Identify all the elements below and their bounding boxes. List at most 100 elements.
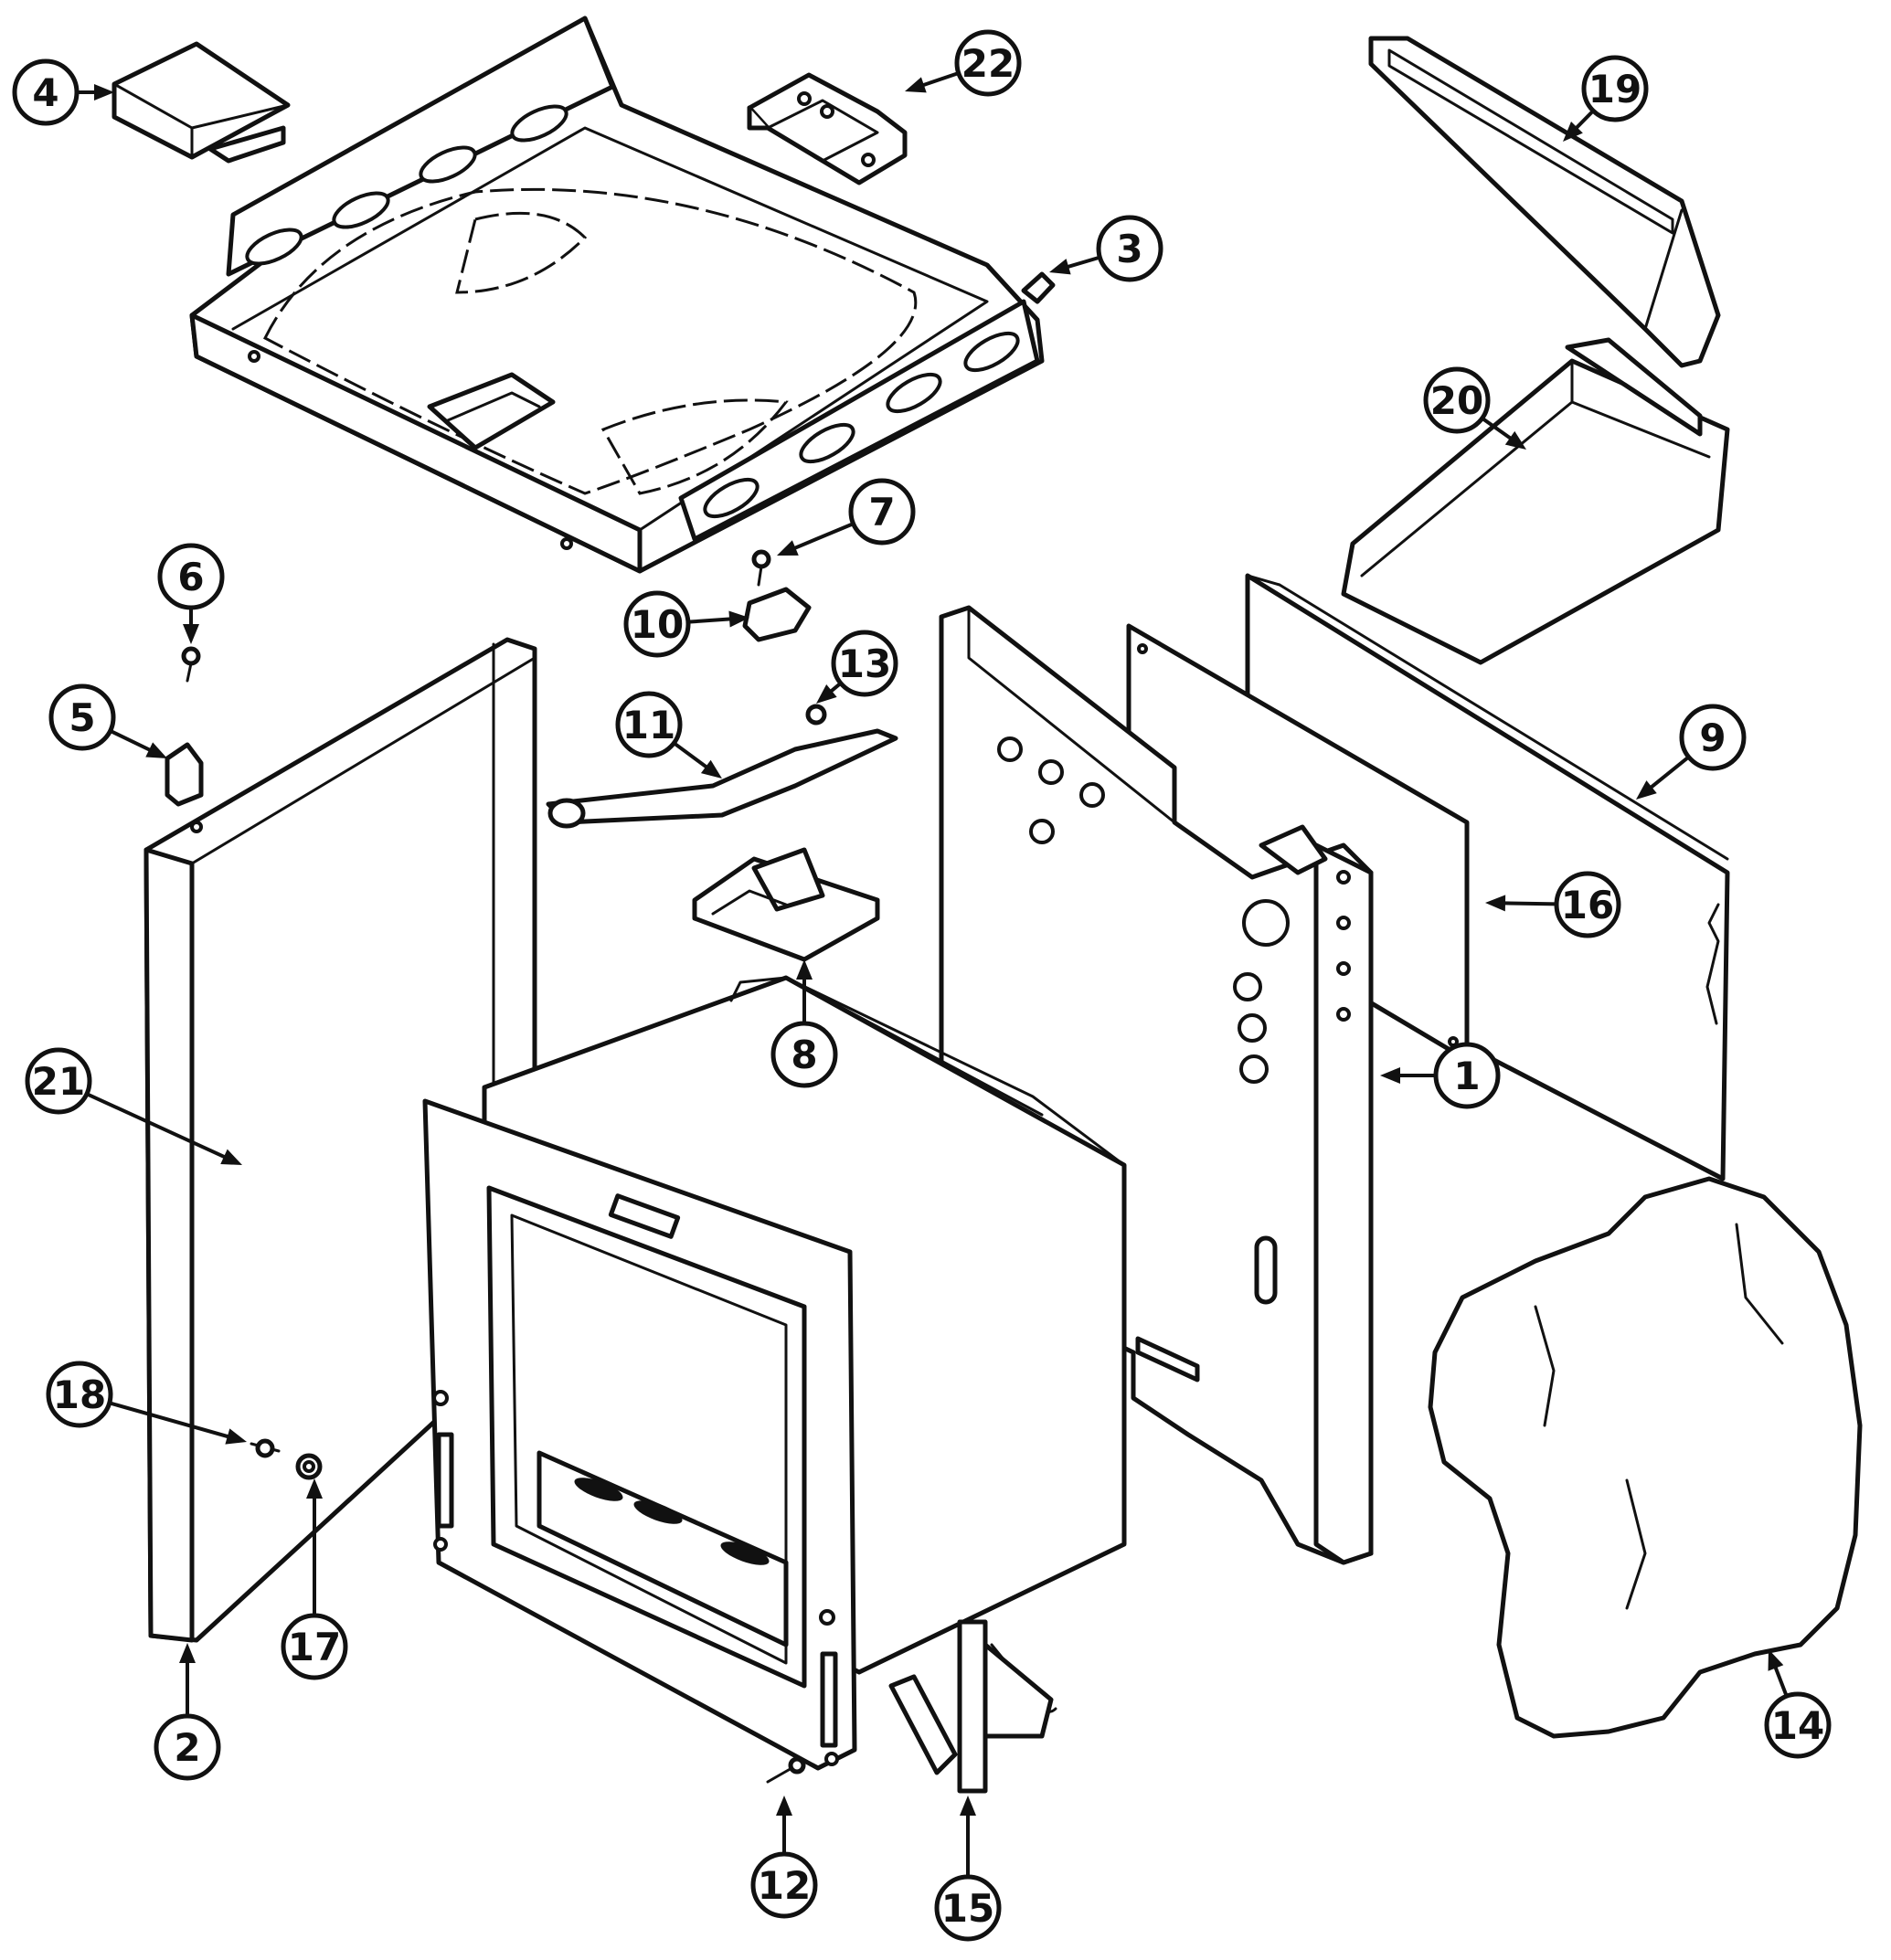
callout-arrowhead [225, 1428, 247, 1445]
callout-arrowhead [306, 1478, 323, 1499]
part-7-screw [751, 549, 771, 587]
callout-number: 1 [1453, 1054, 1480, 1098]
callout-arrowhead [776, 1796, 792, 1816]
callout-circle [934, 1874, 1002, 1942]
callout-arrowhead [1563, 122, 1583, 142]
callout-number: 8 [791, 1033, 817, 1077]
callout-number: 17 [288, 1625, 341, 1669]
callout-circle [157, 543, 225, 610]
callout-arrowhead [1636, 780, 1657, 800]
callout-20: 20 [1423, 366, 1526, 450]
callout-22: 22 [905, 29, 1022, 97]
callout-arrowhead [179, 1643, 196, 1663]
callout-14: 14 [1764, 1649, 1832, 1759]
callout-arrowhead [796, 959, 813, 980]
callout-circle [46, 1361, 113, 1428]
callout-circle [770, 1021, 838, 1088]
callout-21: 21 [25, 1047, 242, 1165]
callout-6: 6 [157, 543, 225, 644]
callout-arrowhead [1504, 430, 1526, 450]
part-3-clip [1021, 271, 1056, 304]
callout-arrowhead [1380, 1067, 1400, 1084]
callout-10: 10 [623, 590, 749, 658]
callout-number: 5 [69, 695, 95, 740]
callout-number: 22 [961, 41, 1015, 86]
callout-number: 3 [1116, 227, 1142, 271]
part-4-control-box [112, 41, 291, 164]
callout-arrowhead [1485, 895, 1506, 912]
callout-number: 4 [32, 70, 58, 115]
callout-circle [1433, 1042, 1501, 1109]
callout-circle [848, 478, 916, 546]
callout-3: 3 [1049, 215, 1163, 282]
callout-1: 1 [1380, 1042, 1501, 1109]
callout-13: 13 [816, 630, 898, 704]
callout-arrowhead [816, 684, 837, 704]
part-5-corner-bracket [165, 742, 204, 807]
callout-circle [831, 630, 898, 697]
callout-arrowhead [728, 610, 749, 628]
callout-circle [954, 29, 1022, 97]
callout-circle [750, 1851, 818, 1919]
callout-8: 8 [770, 959, 838, 1088]
part-18-screw [250, 1438, 281, 1458]
callout-leader-line [86, 1092, 239, 1165]
callout-number: 11 [622, 703, 675, 747]
part-11-latch-handle [546, 728, 898, 829]
callout-arrowhead [220, 1149, 242, 1165]
callout-number: 10 [631, 602, 684, 647]
callout-arrowhead [145, 742, 167, 758]
part-10-switch [742, 587, 812, 642]
callout-number: 19 [1588, 67, 1641, 111]
callout-2: 2 [154, 1643, 221, 1781]
callout-16: 16 [1485, 871, 1621, 938]
callout-number: 21 [32, 1059, 85, 1104]
oven-cavity [422, 975, 1127, 1771]
callout-number: 6 [177, 555, 204, 599]
callout-number: 7 [868, 490, 895, 535]
part-17-grommet [295, 1453, 323, 1480]
callout-number: 9 [1699, 715, 1726, 760]
callout-circle [1764, 1691, 1832, 1759]
part-6-screw [181, 646, 201, 683]
callout-circle [12, 58, 80, 126]
part-14-insulation-blanket [1428, 1176, 1863, 1739]
callout-18: 18 [46, 1361, 247, 1445]
callout-arrowhead [960, 1796, 976, 1816]
callout-circle [48, 683, 116, 751]
callout-15: 15 [934, 1796, 1002, 1942]
callout-arrowhead [183, 624, 199, 644]
part-15-door-hinge [888, 1619, 1057, 1794]
callout-7: 7 [777, 478, 916, 556]
callout-arrowhead [777, 540, 799, 556]
part-1-side-panel [939, 605, 1374, 1565]
callout-circle [1096, 215, 1163, 282]
callout-17: 17 [281, 1478, 348, 1680]
callout-arrowhead [700, 759, 722, 779]
callout-circle [623, 590, 691, 658]
top-panel [189, 16, 1045, 574]
callout-number: 12 [758, 1863, 811, 1908]
callout-leader-line [109, 1401, 242, 1443]
callout-circle [615, 691, 683, 758]
part-12-screw [766, 1756, 806, 1784]
callout-circle [281, 1613, 348, 1680]
callout-number: 13 [838, 641, 891, 686]
callout-9: 9 [1636, 704, 1747, 800]
part-8-door-latch [692, 847, 880, 962]
callout-number: 2 [174, 1725, 200, 1770]
callout-number: 20 [1430, 378, 1483, 423]
callout-arrowhead [1049, 259, 1071, 275]
callout-number: 18 [53, 1372, 106, 1417]
callout-circle [1554, 871, 1621, 938]
part-20-vent-duct-lower [1341, 337, 1730, 665]
callout-4: 4 [12, 58, 114, 126]
callout-number: 16 [1561, 883, 1614, 927]
callout-11: 11 [615, 691, 722, 779]
callout-circle [154, 1713, 221, 1781]
part-13-screw [805, 704, 827, 726]
callout-arrowhead [905, 77, 927, 93]
part-22-bracket [747, 72, 908, 185]
callout-arrowhead [94, 84, 114, 101]
